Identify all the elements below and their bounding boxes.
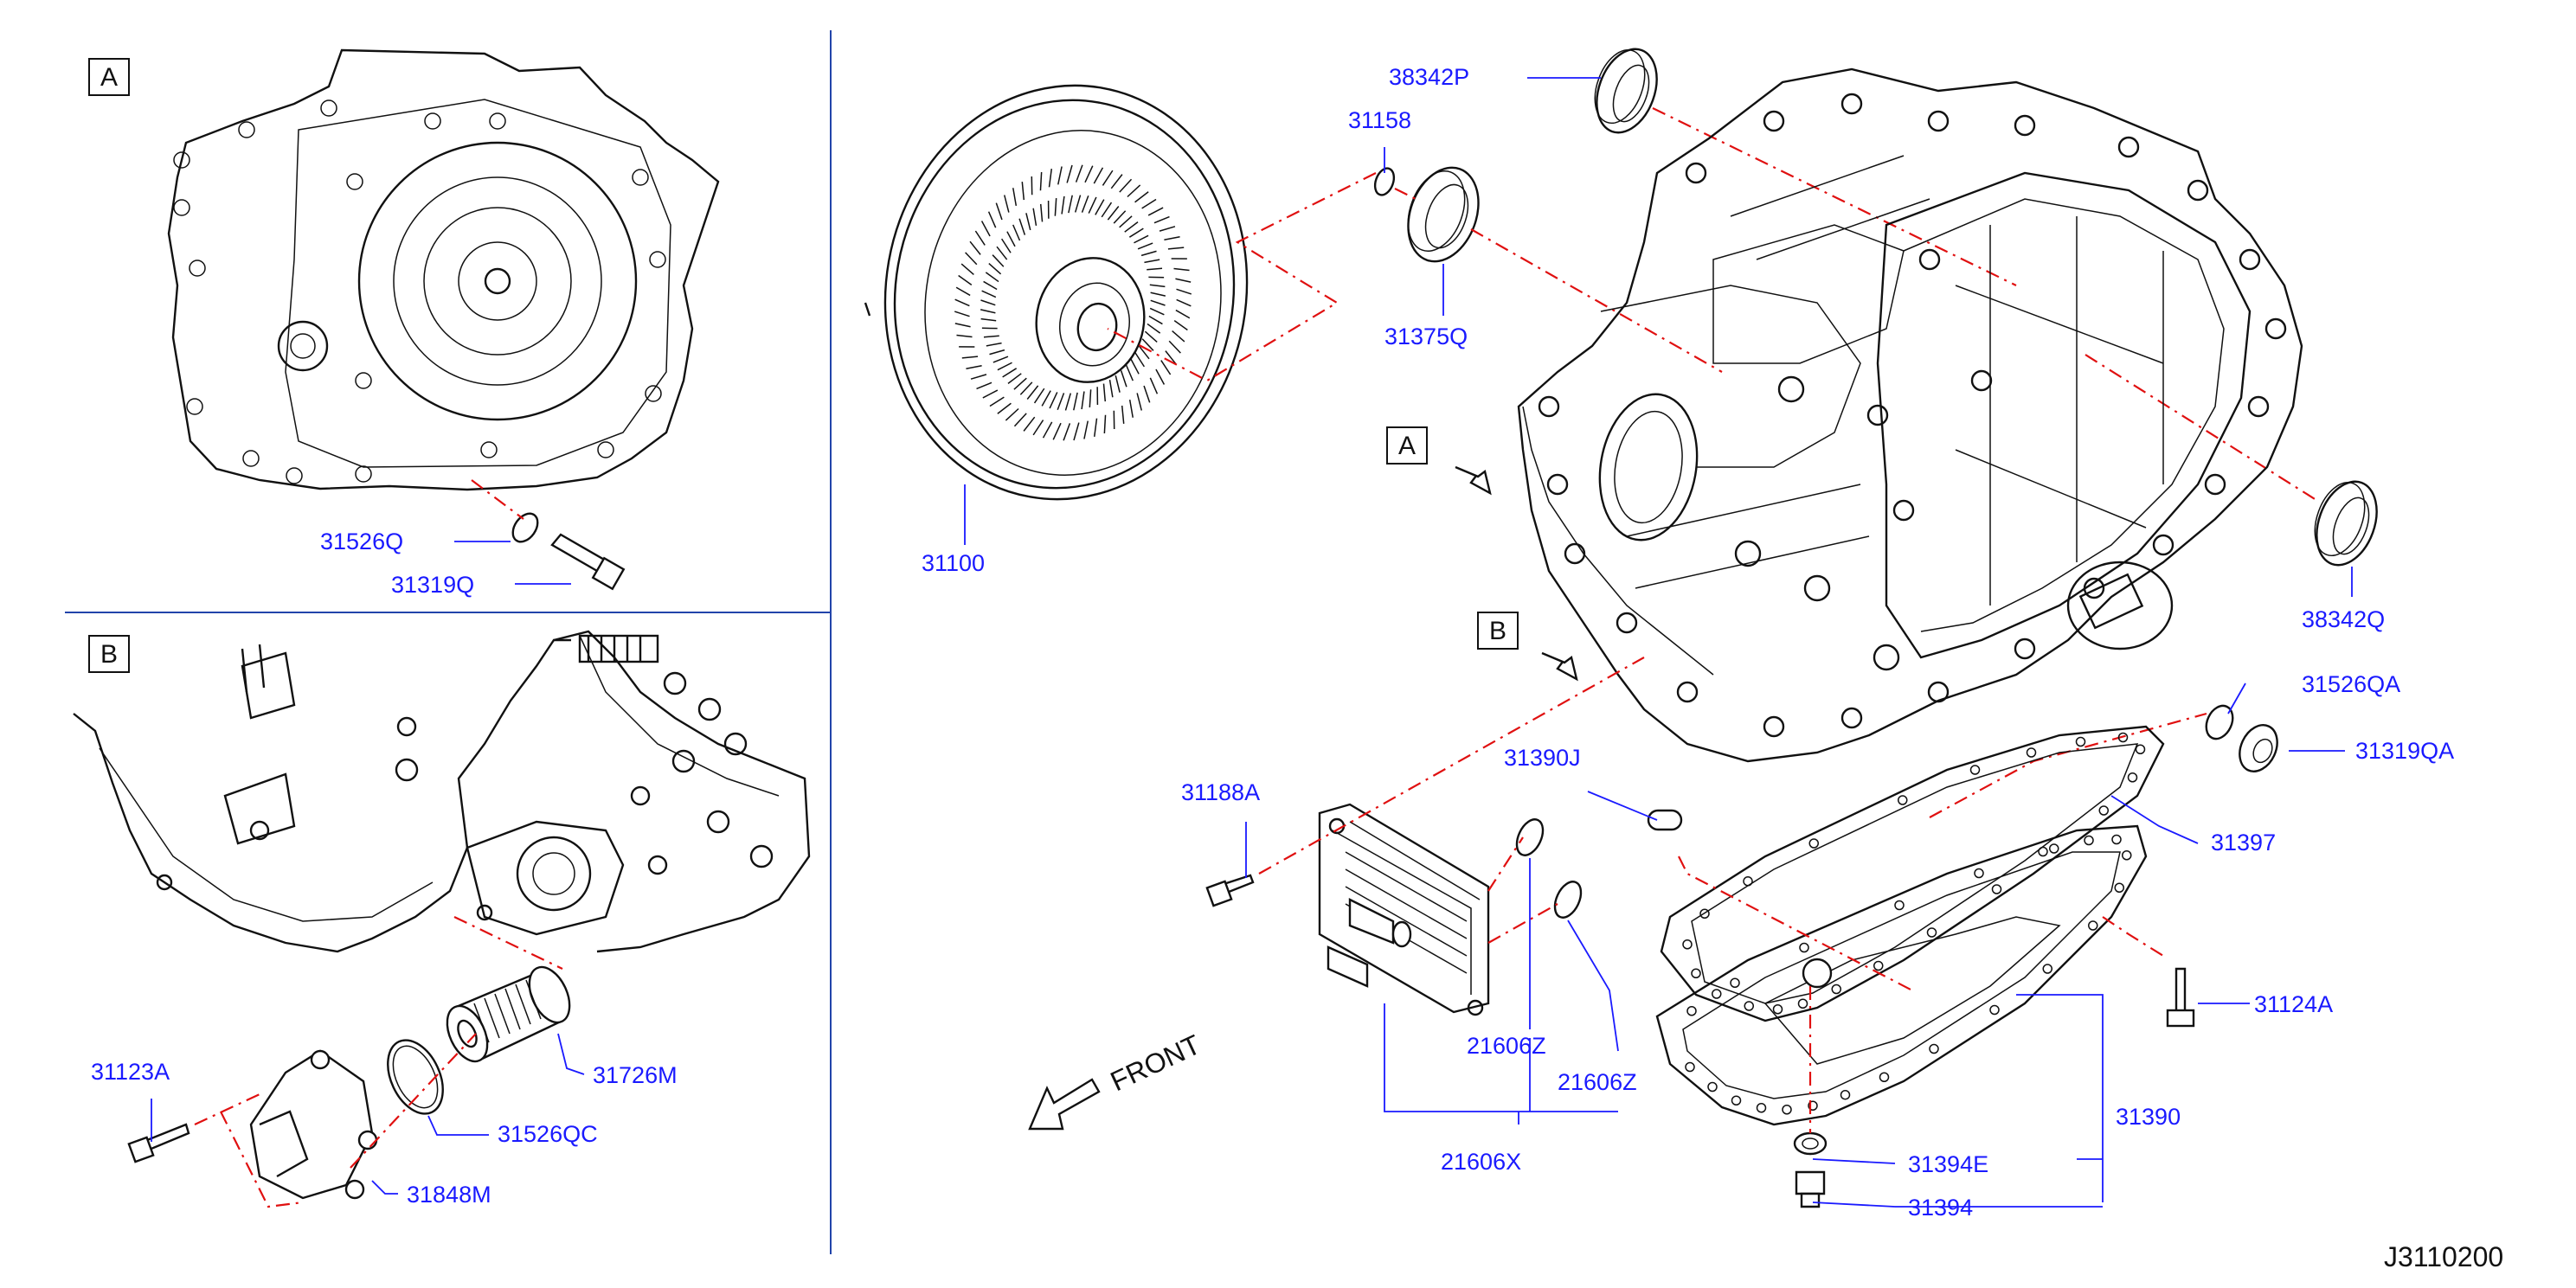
panel-a-letter: A <box>100 63 118 92</box>
label-31726M: 31726M <box>593 1062 678 1088</box>
label-31526Q: 31526Q <box>320 529 403 554</box>
filter-31726M <box>440 961 578 1068</box>
label-31394: 31394 <box>1908 1195 1973 1221</box>
label-31158: 31158 <box>1348 107 1411 133</box>
washer-31390J <box>1648 811 1681 830</box>
label-31375Q: 31375Q <box>1384 324 1468 349</box>
panel-a-housing-drawing <box>169 50 718 490</box>
torque-converter-31100 <box>852 57 1279 529</box>
label-21606Z-upper: 21606Z <box>1467 1033 1546 1059</box>
panel-b-case-drawing <box>74 631 809 952</box>
label-31100: 31100 <box>922 550 985 576</box>
label-31526QA: 31526QA <box>2302 671 2400 697</box>
diagram-code: J3110200 <box>2384 1241 2503 1272</box>
bolt-31124A <box>2168 969 2194 1026</box>
label-31123A: 31123A <box>91 1059 170 1085</box>
oil-cooler-21606X <box>1320 804 1488 1015</box>
panel-b-letter: B <box>100 640 118 669</box>
label-21606Z-lower: 21606Z <box>1558 1069 1637 1095</box>
bolt-31188A <box>1207 875 1253 906</box>
drain-plug-31394 <box>1796 1172 1824 1207</box>
label-38342P: 38342P <box>1389 64 1469 90</box>
seal-38342P <box>1586 41 1668 141</box>
label-38342Q: 38342Q <box>2302 606 2385 632</box>
label-31394E: 31394E <box>1908 1151 1988 1177</box>
view-a-callout-arrow <box>1455 467 1490 493</box>
plug-31319Q <box>552 535 624 589</box>
callout-a-letter: A <box>1398 432 1416 460</box>
label-31319Q: 31319Q <box>391 572 474 598</box>
seal-31375Q <box>1396 157 1491 271</box>
washer-31526Q <box>508 509 543 546</box>
bolt-31123A <box>129 1125 189 1162</box>
cover-31848M <box>251 1051 376 1198</box>
label-31124A: 31124A <box>2254 991 2333 1017</box>
oil-pan-gasket-31397 <box>1661 727 2163 1021</box>
oring-21606Z-upper <box>1512 816 1548 860</box>
label-31188A: 31188A <box>1181 779 1260 805</box>
label-21606X: 21606X <box>1441 1149 1521 1175</box>
front-direction-label: FRONT <box>1106 1028 1205 1097</box>
label-31526QC: 31526QC <box>498 1121 598 1147</box>
label-31397: 31397 <box>2211 830 2276 855</box>
seal-38342Q <box>2306 473 2388 574</box>
label-31319QA: 31319QA <box>2355 738 2454 764</box>
front-direction-arrow <box>1030 1080 1099 1129</box>
transaxle-case <box>1519 69 2302 761</box>
plug-31319QA <box>2232 719 2284 778</box>
oil-pan-31390 <box>1657 826 2146 1125</box>
label-31848M: 31848M <box>407 1182 491 1208</box>
view-b-callout-arrow <box>1542 653 1577 679</box>
oring-21606Z-lower <box>1550 878 1586 922</box>
oring-31526QC <box>377 1031 454 1122</box>
washer-31394E <box>1795 1133 1826 1154</box>
callout-b-letter: B <box>1489 617 1506 645</box>
label-31390: 31390 <box>2116 1104 2181 1130</box>
label-31390J: 31390J <box>1504 745 1581 771</box>
